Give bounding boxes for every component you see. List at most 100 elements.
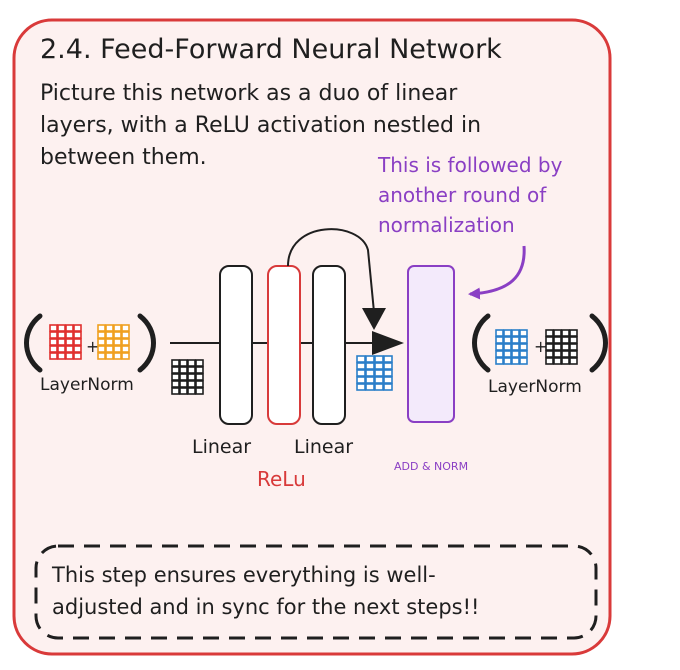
vector-cell [65,324,74,332]
vector-cell [561,350,570,358]
vector-cell [365,369,375,377]
vector-cell [113,324,122,332]
vector-cell [374,355,384,363]
vector-cell [569,357,578,365]
vector-cell [97,331,106,339]
vector-cell [383,369,393,377]
vector-cell [553,357,562,365]
orange-embedding-grid [97,324,130,360]
intro-line-2: layers, with a ReLU activation nestled i… [40,113,481,138]
vector-cell [73,338,82,346]
vector-cell [495,329,504,337]
vector-cell [57,345,66,353]
vector-cell [569,329,578,337]
relu-label: ReLu [257,467,306,491]
vector-cell [561,329,570,337]
footer-line-2: adjusted and in sync for the next steps!… [52,595,479,619]
vector-cell [569,350,578,358]
vector-cell [356,369,366,377]
vector-cell [495,343,504,351]
vector-cell [195,366,204,374]
vector-cell [97,338,106,346]
vector-cell [569,343,578,351]
vector-cell [105,345,114,353]
vector-cell [57,331,66,339]
vector-cell [503,336,512,344]
vector-cell [365,355,375,363]
vector-cell [121,352,130,360]
vector-cell [57,352,66,360]
vector-cell [374,383,384,391]
layernorm-right-label: LayerNorm [488,377,582,397]
vector-cell [121,345,130,353]
vector-cell [73,345,82,353]
annotation-line-3: normalization [378,213,515,237]
vector-cell [545,343,554,351]
vector-cell [97,324,106,332]
vector-cell [495,357,504,365]
vector-cell [171,373,180,381]
vector-cell [171,359,180,367]
vector-cell [73,352,82,360]
black-result-grid [545,329,578,365]
vector-cell [553,343,562,351]
vector-cell [187,380,196,388]
vector-cell [519,329,528,337]
vector-cell [105,352,114,360]
vector-cell [97,345,106,353]
vector-cell [187,373,196,381]
vector-cell [561,343,570,351]
footer-line-1: This step ensures everything is well- [51,563,436,587]
vector-cell [495,350,504,358]
vector-cell [65,345,74,353]
vector-cell [171,380,180,388]
vector-cell [65,352,74,360]
annotation-arrow [468,245,526,300]
vector-cell [356,383,366,391]
vector-cell [356,355,366,363]
annotation-line-2: another round of [378,183,547,207]
vector-cell [495,336,504,344]
vector-cell [356,376,366,384]
vector-cell [187,359,196,367]
linear-2-label: Linear [294,436,353,458]
vector-cell [73,324,82,332]
residual-arrowhead [362,308,386,330]
vector-cell [49,338,58,346]
vector-cell [195,387,204,395]
vector-cell [179,359,188,367]
vector-cell [365,383,375,391]
vector-cell [519,343,528,351]
vector-cell [113,338,122,346]
vector-cell [545,350,554,358]
blue-output-grid [356,355,393,391]
vector-cell [195,359,204,367]
left-paren-open [24,313,43,373]
vector-cell [503,343,512,351]
vector-cell [195,380,204,388]
add-norm-block [407,265,455,423]
vector-cell [179,380,188,388]
vector-cell [49,345,58,353]
footer-dashed-box [34,544,598,640]
vector-cell [195,373,204,381]
vector-cell [113,345,122,353]
linear-layer-2 [312,265,346,425]
vector-cell [374,362,384,370]
vector-cell [49,324,58,332]
vector-cell [561,336,570,344]
input-vector-grid [171,359,204,395]
vector-cell [356,362,366,370]
card-title: 2.4. Feed-Forward Neural Network [40,34,502,65]
left-plus-sign: + [86,337,99,356]
red-embedding-grid [49,324,82,360]
vector-cell [545,329,554,337]
vector-cell [179,366,188,374]
vector-cell [511,329,520,337]
vector-cell [57,338,66,346]
vector-cell [383,376,393,384]
vector-cell [553,336,562,344]
vector-cell [121,331,130,339]
vector-cell [383,383,393,391]
